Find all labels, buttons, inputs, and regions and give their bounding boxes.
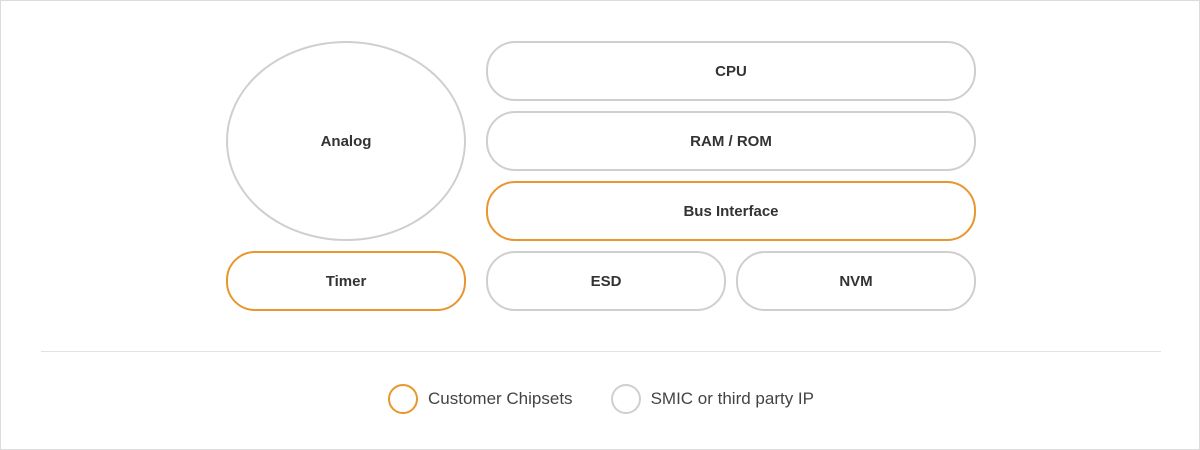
block-esd: ESD bbox=[486, 251, 726, 311]
legend: Customer Chipsets SMIC or third party IP bbox=[1, 384, 1200, 414]
legend-divider bbox=[41, 351, 1161, 352]
block-analog-label: Analog bbox=[320, 132, 372, 150]
block-analog: Analog bbox=[226, 41, 466, 241]
block-timer-label: Timer bbox=[325, 272, 367, 290]
block-esd-label: ESD bbox=[590, 272, 622, 290]
block-bus-interface-label: Bus Interface bbox=[683, 202, 779, 220]
legend-item-customer: Customer Chipsets bbox=[388, 384, 573, 414]
block-ram-rom-label: RAM / ROM bbox=[690, 132, 772, 150]
legend-swatch-third-party bbox=[610, 384, 641, 414]
legend-swatch-customer bbox=[388, 384, 418, 414]
block-bus-interface: Bus Interface bbox=[486, 181, 976, 241]
block-cpu-label: CPU bbox=[715, 62, 747, 80]
block-nvm-label: NVM bbox=[839, 272, 873, 290]
block-nvm: NVM bbox=[736, 251, 976, 311]
block-timer: Timer bbox=[226, 251, 466, 311]
block-cpu: CPU bbox=[486, 41, 976, 101]
legend-label-third-party: SMIC or third party IP bbox=[650, 389, 814, 408]
block-ram-rom: RAM / ROM bbox=[486, 111, 976, 171]
legend-item-third-party: SMIC or third party IP bbox=[610, 384, 814, 414]
legend-label-customer: Customer Chipsets bbox=[428, 389, 573, 408]
